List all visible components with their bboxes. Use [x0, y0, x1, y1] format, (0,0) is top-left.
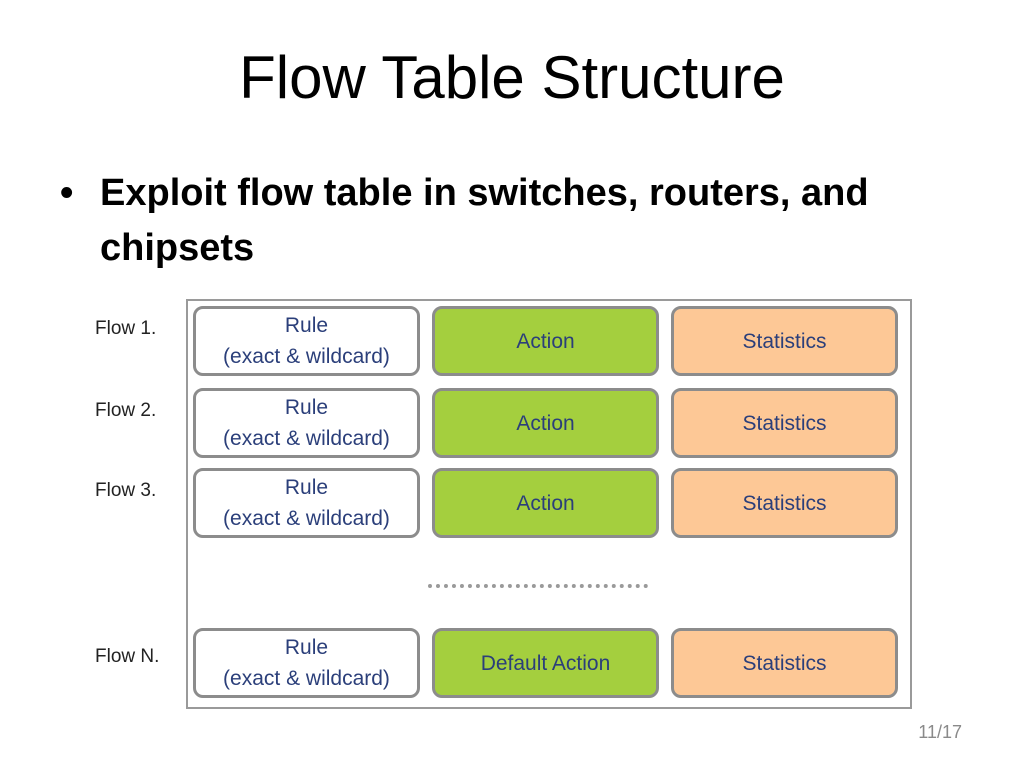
- flow-label-n: Flow N.: [95, 646, 160, 667]
- statistics-box-1: Statistics: [671, 306, 898, 376]
- rule-title: Rule: [284, 396, 329, 419]
- action-label: Action: [516, 491, 575, 515]
- rule-box-3: Rule (exact & wildcard): [193, 468, 420, 538]
- rule-title: Rule: [284, 314, 329, 337]
- slide-title: Flow Table Structure: [239, 44, 785, 111]
- statistics-box-2: Statistics: [671, 388, 898, 458]
- statistics-label: Statistics: [742, 491, 827, 515]
- rule-title: Rule: [284, 476, 329, 499]
- rule-subtitle: (exact & wildcard): [223, 345, 390, 368]
- flow-table-diagram: Flow 1. Rule (exact & wildcard) Action S…: [88, 296, 918, 711]
- rule-subtitle: (exact & wildcard): [223, 507, 390, 530]
- action-label: Action: [516, 329, 575, 353]
- statistics-box-n: Statistics: [671, 628, 898, 698]
- rule-title: Rule: [284, 636, 329, 659]
- action-box-2: Action: [432, 388, 659, 458]
- rule-subtitle: (exact & wildcard): [223, 667, 390, 690]
- action-box-3: Action: [432, 468, 659, 538]
- rule-subtitle: (exact & wildcard): [223, 427, 390, 450]
- statistics-box-3: Statistics: [671, 468, 898, 538]
- flow-label-3: Flow 3.: [95, 480, 157, 501]
- bullet-text: Exploit flow table in switches, routers,…: [100, 172, 869, 269]
- statistics-label: Statistics: [742, 651, 827, 675]
- rule-box-1: Rule (exact & wildcard): [193, 306, 420, 376]
- default-action-box: Default Action: [432, 628, 659, 698]
- ellipsis-separator: [428, 584, 648, 588]
- action-label: Default Action: [480, 651, 611, 675]
- action-label: Action: [516, 411, 575, 435]
- flow-label-1: Flow 1.: [95, 318, 157, 339]
- bullet-icon: •: [60, 172, 74, 214]
- statistics-label: Statistics: [742, 411, 827, 435]
- rule-box-2: Rule (exact & wildcard): [193, 388, 420, 458]
- statistics-label: Statistics: [742, 329, 827, 353]
- flow-label-2: Flow 2.: [95, 400, 157, 421]
- action-box-1: Action: [432, 306, 659, 376]
- rule-box-n: Rule (exact & wildcard): [193, 628, 420, 698]
- page-number: 11/17: [918, 722, 962, 742]
